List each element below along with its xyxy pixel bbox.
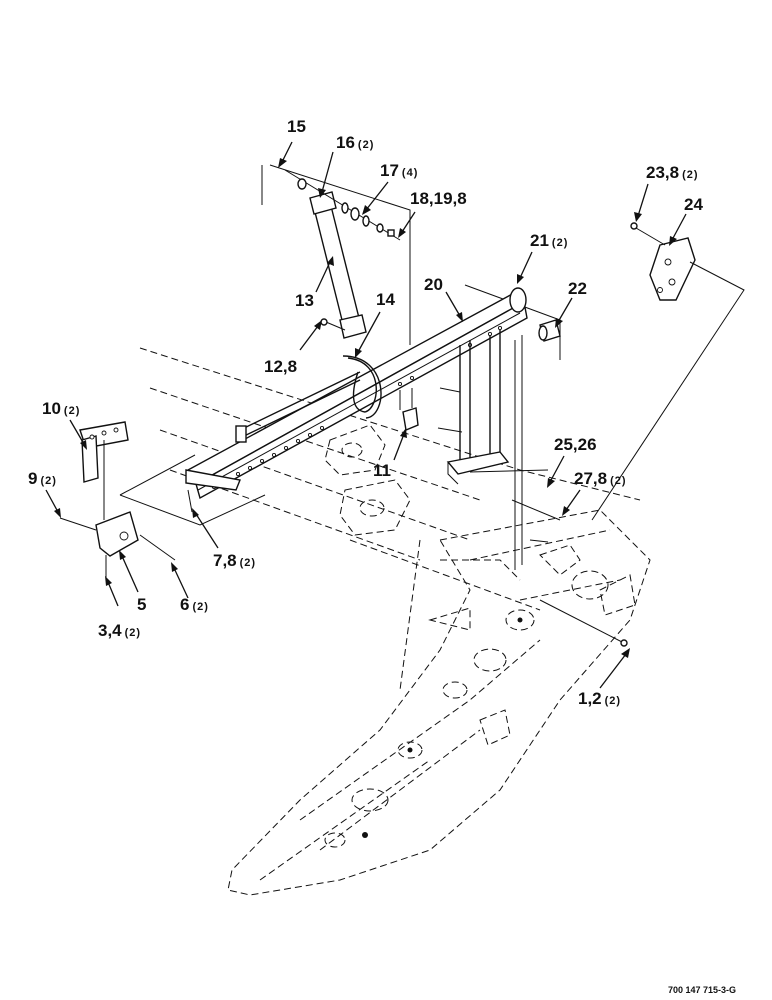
callout-21: 21(2) xyxy=(530,231,568,250)
mount-plate-24 xyxy=(591,222,745,521)
hydraulic-hoses xyxy=(235,371,361,443)
callout-6: 6(2) xyxy=(180,595,209,614)
hose-clamp-strap xyxy=(342,355,382,419)
callout-10: 10(2) xyxy=(42,399,80,418)
callout-11: 11 xyxy=(373,461,391,480)
main-cross-tube xyxy=(185,287,528,500)
callout-13: 13 xyxy=(295,291,314,310)
callout-15: 15 xyxy=(287,117,306,136)
callout-12-8: 12,8 xyxy=(264,357,297,376)
callout-labels: 15 16(2) 17(4) 18,19,8 13 14 20 21(2) 22… xyxy=(28,117,703,708)
left-bracket-10 xyxy=(79,421,129,520)
row-divider-assembly xyxy=(227,509,651,896)
callout-16: 16(2) xyxy=(336,133,374,152)
callout-14: 14 xyxy=(376,290,395,309)
drawing-reference-code: 700 147 715-3-G xyxy=(668,985,736,995)
callout-7-8: 7,8(2) xyxy=(213,551,256,570)
callout-27-8: 27,8(2) xyxy=(574,469,627,488)
callout-1-2: 1,2(2) xyxy=(578,689,621,708)
callout-17: 17(4) xyxy=(380,161,418,180)
upright-support-bracket xyxy=(437,330,549,570)
gearbox-castings xyxy=(324,424,411,536)
pivot-pin-22 xyxy=(538,319,561,342)
callout-22: 22 xyxy=(568,279,587,298)
callout-23-8: 23,8(2) xyxy=(646,163,699,182)
callout-25-26: 25,26 xyxy=(554,435,597,454)
callout-24: 24 xyxy=(684,195,703,214)
callout-20: 20 xyxy=(424,275,443,294)
left-mount-plate-5 xyxy=(59,511,176,580)
callout-leaders xyxy=(45,141,687,689)
frame-outline-dashed xyxy=(139,347,641,691)
bracket-11 xyxy=(399,388,419,431)
pivot-hardware-stack xyxy=(284,169,401,241)
callout-9: 9(2) xyxy=(28,469,57,488)
callout-3-4: 3,4(2) xyxy=(98,621,141,640)
lower-bolts xyxy=(187,489,628,647)
callout-18-19-8: 18,19,8 xyxy=(410,189,467,208)
callout-5: 5 xyxy=(137,595,146,614)
